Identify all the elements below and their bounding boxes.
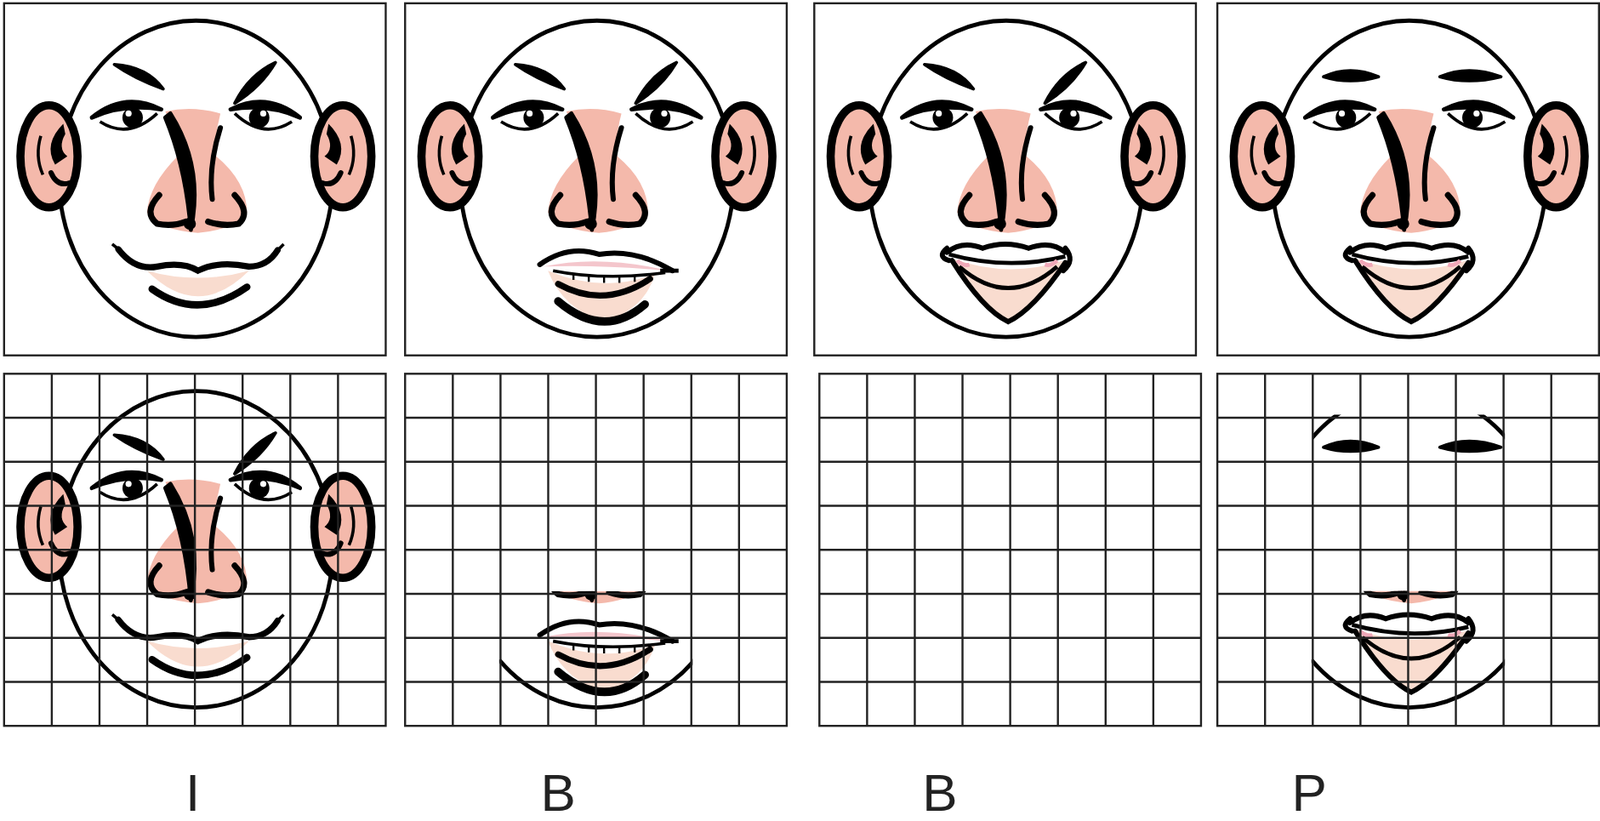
illustration-part <box>1217 373 1600 726</box>
illustration-part <box>1217 373 1600 726</box>
illustration-part <box>1323 440 1502 451</box>
illustration-part <box>421 20 773 337</box>
illustration-part <box>404 3 787 356</box>
illustration-part <box>404 373 787 726</box>
panel-label: P <box>1291 766 1327 820</box>
illustration-part <box>1233 20 1585 337</box>
illustration-part <box>4 373 387 726</box>
illustration-part <box>924 62 1087 103</box>
illustration-part <box>814 3 1196 356</box>
illustration-part <box>515 62 678 103</box>
grid-panel <box>1217 373 1600 726</box>
illustration-part <box>113 62 276 103</box>
face-panel <box>1217 3 1600 356</box>
face-panel <box>404 3 787 356</box>
illustration-part <box>819 373 1202 726</box>
illustration-part <box>1323 70 1502 81</box>
illustration-part <box>404 373 787 726</box>
panel-label: B <box>922 766 957 820</box>
panel-label: I <box>185 766 200 820</box>
illustration-part <box>1345 614 1474 692</box>
illustration-part <box>942 244 1071 322</box>
panel-label: B <box>540 766 576 820</box>
face-panel <box>4 3 387 356</box>
illustration-part <box>540 250 679 322</box>
illustration-part <box>1217 3 1600 356</box>
illustration-part <box>112 614 285 675</box>
illustration-part <box>819 373 1202 726</box>
illustration-part <box>830 20 1182 337</box>
illustration-part <box>1345 244 1474 322</box>
illustration-part <box>4 3 387 356</box>
face-panel <box>814 3 1196 356</box>
grid-panel <box>819 373 1202 726</box>
illustration-part <box>20 20 372 337</box>
grid-panel <box>404 373 787 726</box>
grid-panel <box>4 373 387 726</box>
illustration-part <box>112 244 285 305</box>
illustration-part <box>4 373 387 726</box>
